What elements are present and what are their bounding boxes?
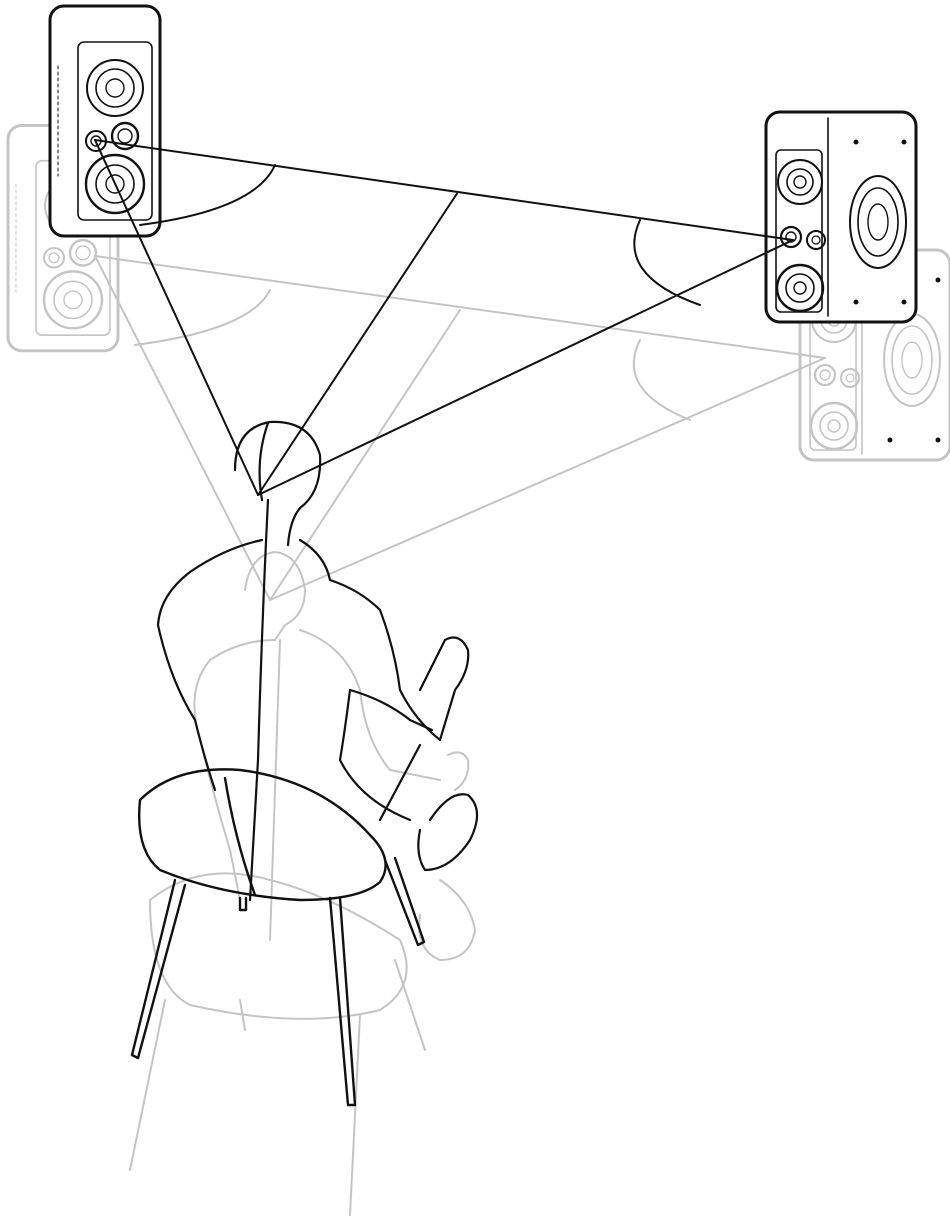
main-scene <box>48 4 918 1107</box>
left-speaker-icon <box>48 4 162 238</box>
listener-hand <box>418 636 470 742</box>
listener-torso-left <box>156 538 264 792</box>
listener-knee <box>417 793 479 872</box>
ghost-triangle-lines <box>94 255 826 601</box>
listener-torso-right <box>298 538 442 742</box>
ghost-scene <box>6 123 950 1216</box>
right-speaker-icon <box>764 110 918 324</box>
right-toe-in-arc <box>633 219 701 306</box>
chair-icon <box>130 768 426 1107</box>
listener <box>156 420 479 902</box>
listener-head <box>233 420 322 547</box>
left-toe-in-arc <box>139 164 276 226</box>
listener-spine <box>248 498 270 902</box>
ghost-listener <box>129 551 476 1216</box>
listener-arm <box>348 688 434 732</box>
listening-triangle-lines <box>94 139 794 496</box>
